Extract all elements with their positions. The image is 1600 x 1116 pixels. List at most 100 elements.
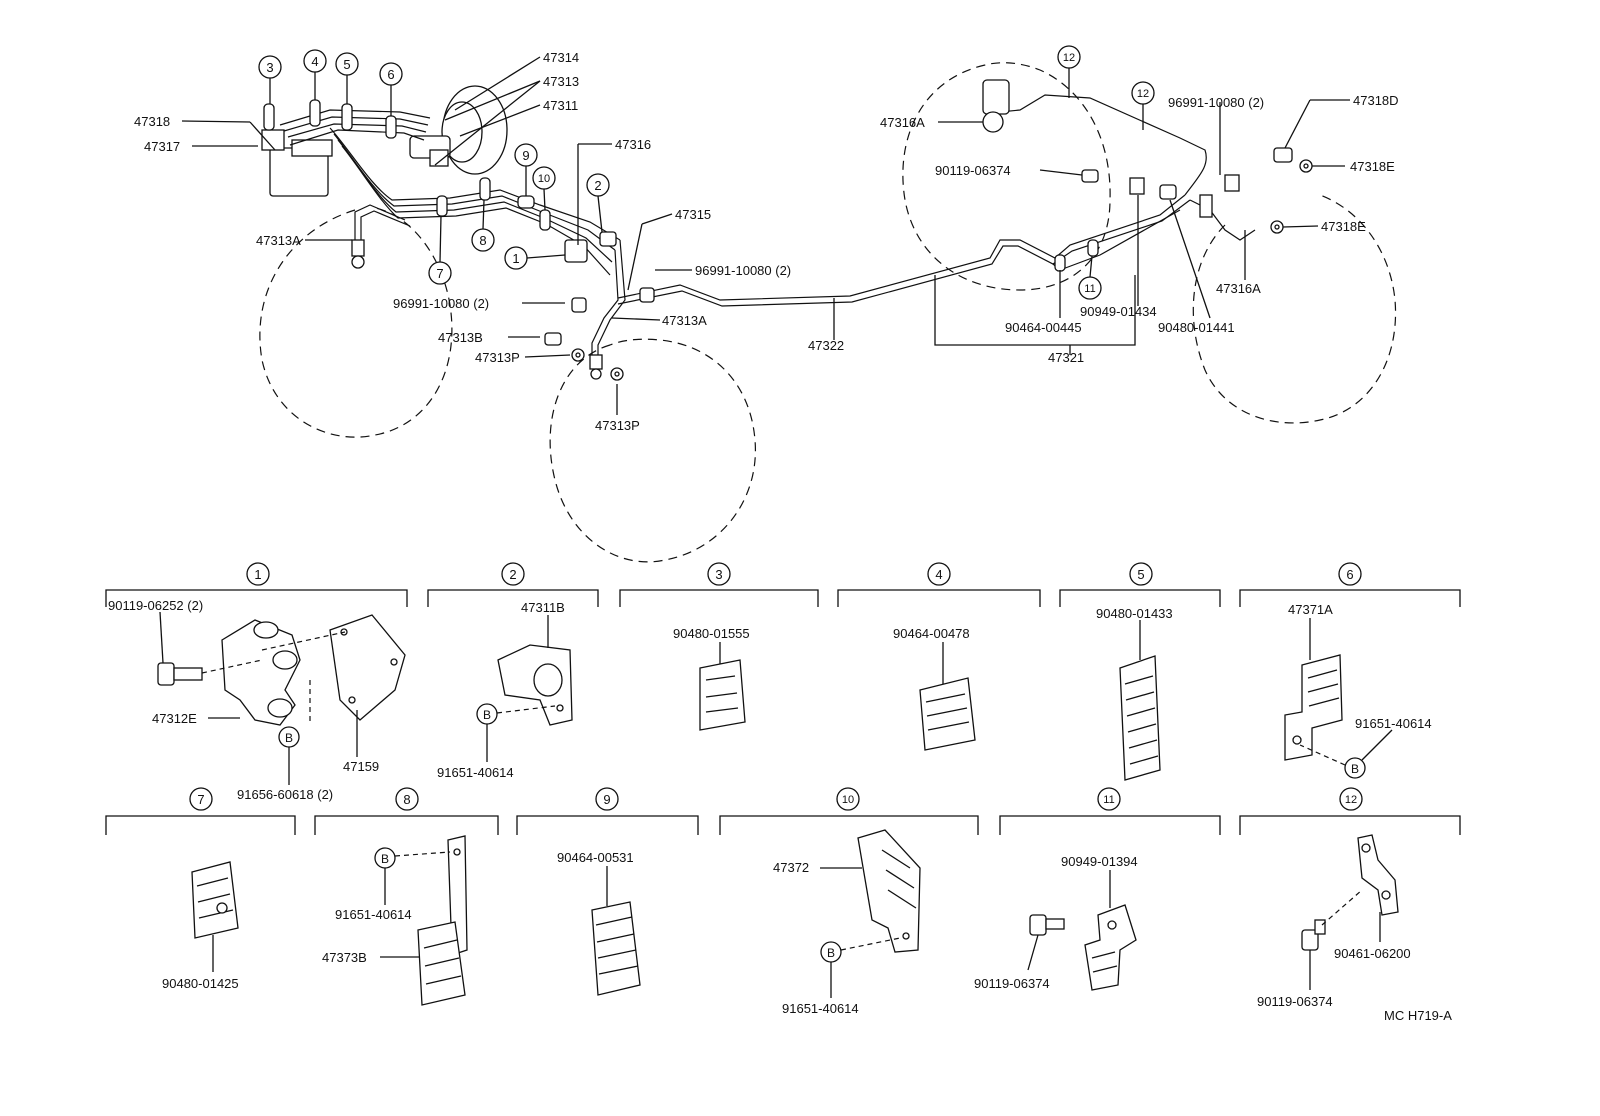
label-90464-00445: 90464-00445	[1005, 320, 1082, 335]
panel-3-label-0: 90480-01555	[673, 626, 750, 641]
panel-1-label-3: 47159	[343, 759, 379, 774]
callout-number: 11	[1084, 283, 1095, 295]
label-clip-top-right: 96991-10080 (2)	[1168, 95, 1264, 110]
panel-number: 4	[935, 567, 942, 582]
label-clip-right: 96991-10080 (2)	[695, 263, 791, 278]
panel-number: 10	[842, 794, 854, 806]
brake-pipe-bundle	[279, 109, 626, 360]
callout-10: 10	[532, 166, 556, 211]
label-clip-left: 96991-10080 (2)	[393, 296, 489, 311]
callout-number: 1	[512, 251, 519, 266]
detail-panel-6: 6 B 47371A 91651-40614	[1239, 562, 1461, 779]
panel-number: 12	[1345, 794, 1357, 806]
label-47316A-top: 47316A	[880, 115, 925, 130]
panel-number: 11	[1103, 794, 1114, 806]
panel-number: 2	[509, 567, 516, 582]
panel-1-label-1: 47312E	[152, 711, 197, 726]
callout-number: 4	[311, 54, 318, 69]
callout-8: 8	[471, 199, 495, 252]
detail-panel-5: 5 90480-01433	[1059, 562, 1221, 781]
panel-10-label-1: 91651-40614	[782, 1001, 859, 1016]
callout-12a: 12	[1057, 45, 1081, 98]
panel-number: 3	[715, 567, 722, 582]
label-90119-06374: 90119-06374	[935, 163, 1011, 178]
detail-panel-11: 11 90949-01394 90119-06374	[974, 787, 1221, 991]
label-47318D: 47318D	[1353, 93, 1399, 108]
callout-number: 6	[387, 67, 394, 82]
panel-b-marker: B	[381, 852, 389, 866]
callout-number: 9	[522, 148, 529, 163]
panel-10-label-0: 47372	[773, 860, 809, 875]
rear-left-wheel-outline	[902, 62, 1111, 291]
callout-7: 7	[428, 215, 452, 285]
callout-12b: 12	[1131, 81, 1155, 130]
callout-number: 8	[479, 233, 486, 248]
panel-11-label-1: 90119-06374	[974, 976, 1050, 991]
callout-number: 10	[538, 173, 550, 185]
label-47321: 47321	[1048, 350, 1084, 365]
detail-panel-1: 1 B 90119-06252 (2) 47312E 91656-60618 (…	[105, 562, 408, 802]
callout-number: 3	[266, 60, 273, 75]
callout-6: 6	[379, 62, 403, 116]
callout-number: 5	[343, 57, 350, 72]
callout-9: 9	[514, 143, 538, 196]
callout-number: 12	[1137, 88, 1149, 100]
panel-11-label-0: 90949-01394	[1061, 854, 1138, 869]
label-47318: 47318	[134, 114, 170, 129]
panel-number: 1	[254, 567, 261, 582]
panel-b-marker: B	[285, 731, 293, 745]
rear-brake-pipe	[617, 94, 1256, 307]
panel-b-marker: B	[827, 946, 835, 960]
label-47315: 47315	[675, 207, 711, 222]
detail-panel-7: 7 90480-01425	[105, 787, 296, 991]
callout-1: 1	[504, 246, 566, 270]
panel-8-label-1: 47373B	[322, 950, 367, 965]
main-assembly: 3 4 5 6 7 8 9 10 2 1 12 12 11 47314 4731…	[134, 45, 1399, 563]
panel-5-label-0: 90480-01433	[1096, 606, 1173, 621]
label-47313A-left: 47313A	[256, 233, 301, 248]
panel-6-label-0: 47371A	[1288, 602, 1333, 617]
callout-2: 2	[586, 173, 610, 233]
detail-panel-8: 8 B 91651-40614 47373B	[314, 787, 499, 1006]
panel-7-label-0: 90480-01425	[162, 976, 239, 991]
panel-6-label-1: 91651-40614	[1355, 716, 1432, 731]
panel-8-label-0: 91651-40614	[335, 907, 412, 922]
label-47313P-left: 47313P	[475, 350, 520, 365]
panel-4-label-0: 90464-00478	[893, 626, 970, 641]
callout-number: 7	[436, 266, 443, 281]
detail-panel-4: 4 90464-00478	[837, 562, 1041, 751]
panel-12-label-1: 90119-06374	[1257, 994, 1333, 1009]
panel-number: 9	[603, 792, 610, 807]
label-47313B: 47313B	[438, 330, 483, 345]
panel-b-marker: B	[1351, 762, 1359, 776]
callout-3: 3	[258, 55, 282, 104]
label-47313: 47313	[543, 74, 579, 89]
panel-2-label-1: 91651-40614	[437, 765, 514, 780]
callout-number: 12	[1063, 52, 1075, 64]
label-47316A-right: 47316A	[1216, 281, 1261, 296]
detail-panel-3: 3 90480-01555	[619, 562, 819, 731]
callout-number: 2	[594, 178, 601, 193]
label-47311: 47311	[543, 98, 578, 113]
label-47318E-top: 47318E	[1350, 159, 1395, 174]
detail-panel-9: 9 90464-00531	[516, 787, 699, 996]
master-cylinder	[261, 85, 508, 197]
panel-b-marker: B	[483, 708, 491, 722]
callout-11: 11	[1078, 255, 1102, 300]
label-90949-01434: 90949-01434	[1080, 304, 1157, 319]
label-90480-01441: 90480-01441	[1158, 320, 1235, 335]
label-47313A-mid: 47313A	[662, 313, 707, 328]
label-47316: 47316	[615, 137, 651, 152]
detail-panel-2: 2 B 47311B 91651-40614	[427, 562, 599, 780]
panel-number: 5	[1137, 567, 1144, 582]
label-47318E-bottom: 47318E	[1321, 219, 1366, 234]
callout-5: 5	[335, 52, 359, 104]
front-right-wheel-outline	[549, 338, 756, 563]
callout-4: 4	[303, 49, 327, 100]
detail-panel-10: 10 B 47372 91651-40614	[719, 787, 979, 1016]
diagram-code: MC H719-A	[1384, 1008, 1452, 1023]
label-47313P-bottom: 47313P	[595, 418, 640, 433]
panel-1-label-0: 90119-06252 (2)	[108, 598, 203, 613]
label-47317: 47317	[144, 139, 180, 154]
